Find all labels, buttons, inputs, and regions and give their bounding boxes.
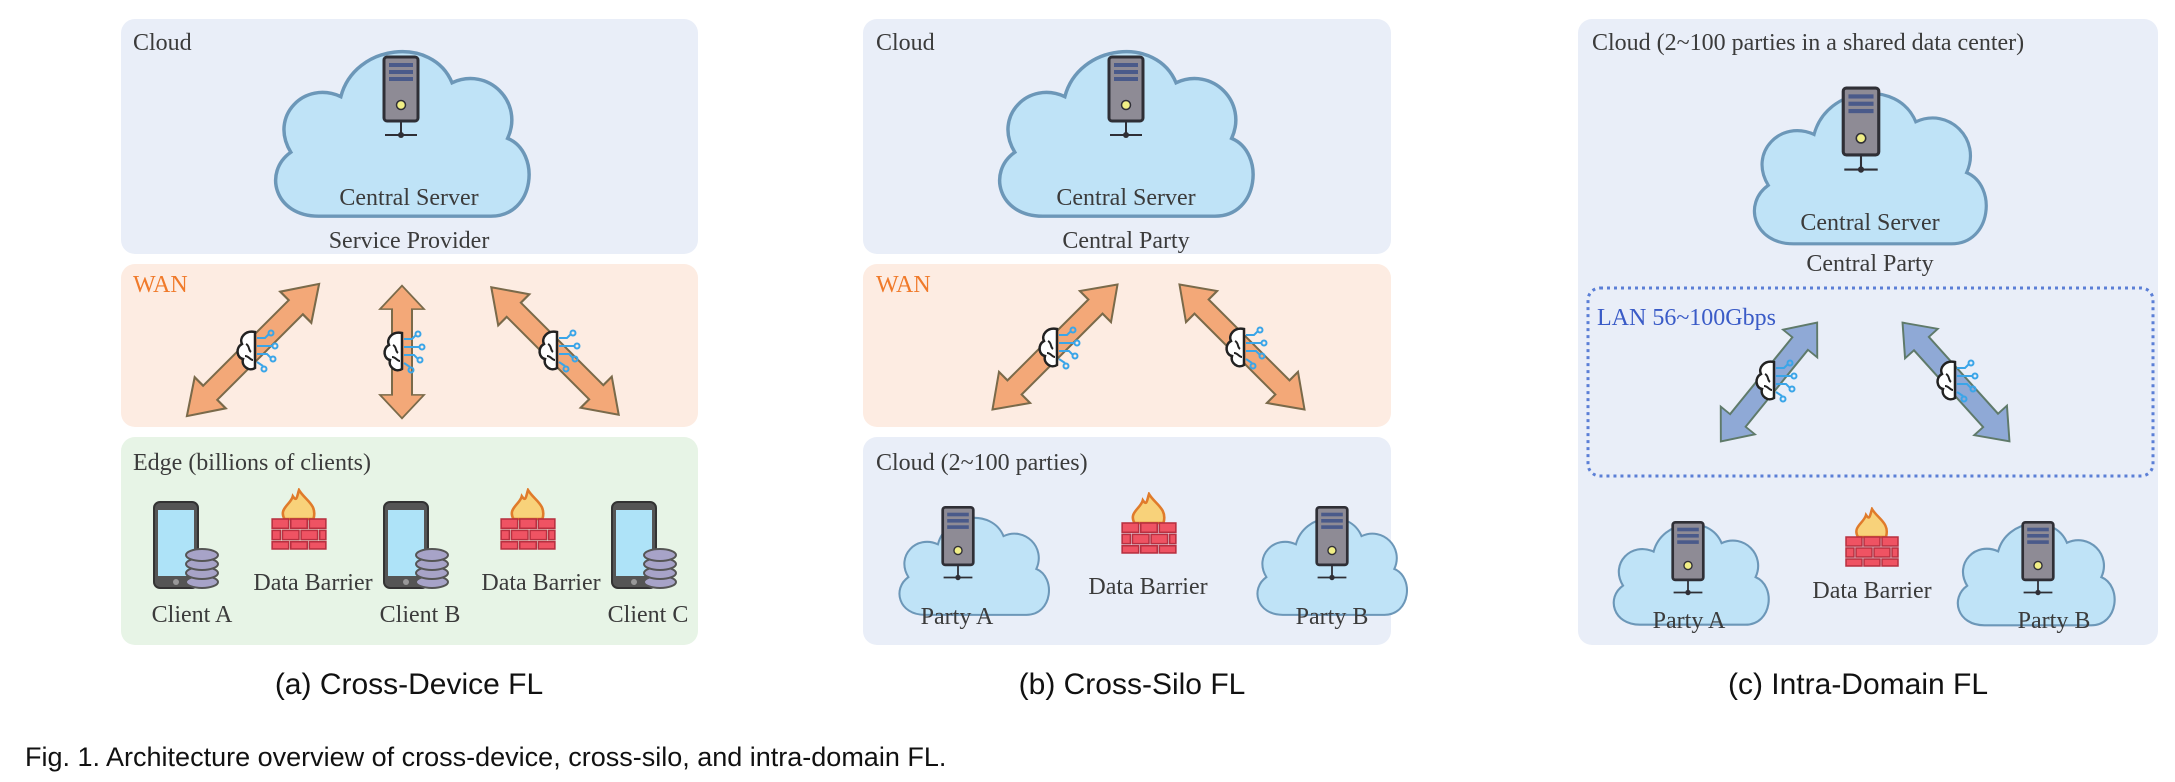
cloud-region <box>1578 19 2158 645</box>
network-label: LAN 56~100Gbps <box>1597 305 1776 331</box>
provider-label: Central Party <box>1806 251 1933 277</box>
panel-cross-device: Cloud Central Server Service Provider WA… <box>121 19 698 701</box>
provider-label: Service Provider <box>329 228 490 254</box>
party-label: Party A <box>921 604 994 630</box>
party-label: Party A <box>1653 608 1726 634</box>
figure-caption: Fig. 1. Architecture overview of cross-d… <box>25 742 946 772</box>
network-label: WAN <box>133 272 188 298</box>
barrier-label: Data Barrier <box>481 570 600 596</box>
party-label: Party B <box>1296 604 1369 630</box>
subfigure-caption: (c) Intra-Domain FL <box>1728 668 1988 701</box>
barrier-label: Data Barrier <box>253 570 372 596</box>
network-label: WAN <box>876 272 931 298</box>
region-label: Cloud <box>133 30 192 56</box>
provider-label: Central Party <box>1062 228 1189 254</box>
server-label: Central Server <box>339 185 478 211</box>
client-label: Client A <box>152 602 233 628</box>
subfigure-caption: (a) Cross-Device FL <box>275 668 543 701</box>
region-label: Cloud <box>876 30 935 56</box>
wan-region <box>863 264 1391 427</box>
party-label: Party B <box>2018 608 2091 634</box>
client-label: Client C <box>608 602 689 628</box>
barrier-label: Data Barrier <box>1812 578 1931 604</box>
panel-cross-silo: Cloud Central Server Central Party WAN C… <box>863 19 1409 701</box>
server-label: Central Server <box>1056 185 1195 211</box>
subfigure-caption: (b) Cross-Silo FL <box>1019 668 1246 701</box>
panel-intra-domain: Cloud (2~100 parties in a shared data ce… <box>1578 19 2158 701</box>
client-label: Client B <box>380 602 461 628</box>
server-label: Central Server <box>1800 210 1939 236</box>
region-label: Cloud (2~100 parties) <box>876 450 1088 476</box>
region-label: Cloud (2~100 parties in a shared data ce… <box>1592 30 2024 56</box>
region-label: Edge (billions of clients) <box>133 450 371 476</box>
barrier-label: Data Barrier <box>1088 574 1207 600</box>
